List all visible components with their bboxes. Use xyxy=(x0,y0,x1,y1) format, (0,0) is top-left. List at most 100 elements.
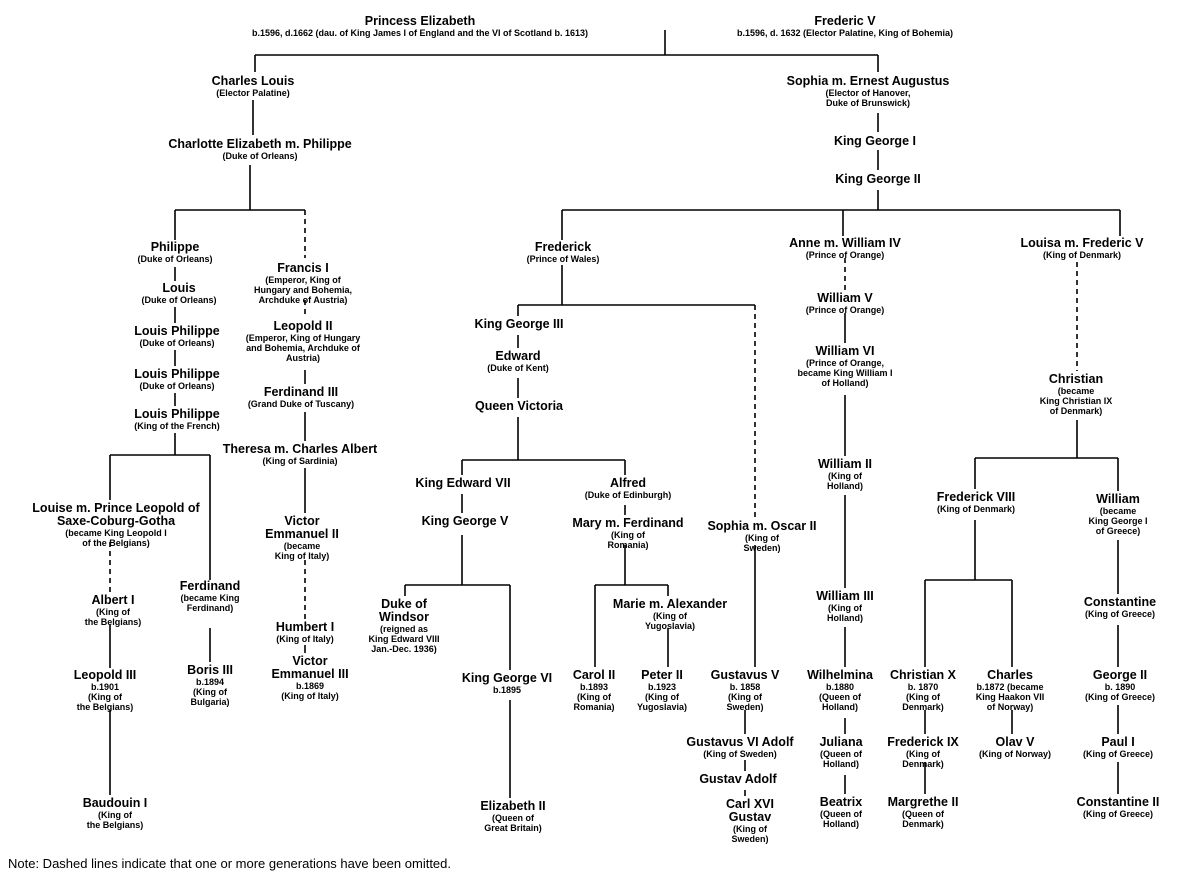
person-detail: (Prince of Orange) xyxy=(806,250,885,260)
person-name: Frederick xyxy=(535,240,591,254)
person-detail: b.1880 xyxy=(826,682,854,692)
person-detail: the Belgians) xyxy=(77,702,134,712)
person-george3: King George III xyxy=(475,317,564,331)
person-detail: (Duke of Edinburgh) xyxy=(585,490,672,500)
person-detail: Sweden) xyxy=(743,543,780,553)
person-victoria: Queen Victoria xyxy=(475,399,564,413)
person-detail: of Holland) xyxy=(822,378,869,388)
person-name: Constantine II xyxy=(1077,795,1160,809)
person-detail: became King William I xyxy=(798,368,893,378)
person-detail: (became xyxy=(1100,506,1137,516)
person-name: Christian xyxy=(1049,372,1103,386)
person-george2: King George II xyxy=(835,172,920,186)
person-detail: (Queen of xyxy=(820,809,863,819)
person-detail: Denmark) xyxy=(902,759,944,769)
person-constantine2: Constantine II(King of Greece) xyxy=(1077,795,1160,819)
person-detail: b. 1890 xyxy=(1105,682,1136,692)
person-detail: Holland) xyxy=(822,702,858,712)
person-name-line2: Saxe-Coburg-Gotha xyxy=(57,514,176,528)
person-ferdinand3: Ferdinand III(Grand Duke of Tuscany) xyxy=(248,385,354,409)
connector-lines xyxy=(109,30,1121,798)
person-detail: Sweden) xyxy=(731,834,768,844)
person-gustav_adolf: Gustav Adolf xyxy=(699,772,777,786)
person-name: Juliana xyxy=(819,735,863,749)
person-detail: b. 1858 xyxy=(730,682,761,692)
person-name-line2: Emmanuel II xyxy=(265,527,339,541)
person-name: Theresa m. Charles Albert xyxy=(223,442,378,456)
person-lp3: Louis Philippe(King of the French) xyxy=(134,407,220,431)
person-name: Victor xyxy=(292,654,327,668)
person-detail: (Emperor, King of xyxy=(265,275,342,285)
person-detail: (King of Greece) xyxy=(1083,749,1153,759)
person-detail: (King of xyxy=(645,692,680,702)
person-name: Victor xyxy=(284,514,319,528)
person-detail: (King of Greece) xyxy=(1083,809,1153,819)
person-detail: Holland) xyxy=(823,819,859,829)
person-name: William xyxy=(1096,492,1140,506)
person-detail: (King of Norway) xyxy=(979,749,1051,759)
person-detail: Yugoslavia) xyxy=(645,621,695,631)
person-detail: (Emperor, King of Hungary xyxy=(246,333,361,343)
person-detail: b.1596, d.1662 (dau. of King James I of … xyxy=(252,28,588,38)
person-detail: Hungary and Bohemia, xyxy=(254,285,352,295)
person-detail: (King of xyxy=(828,603,863,613)
person-name: King George III xyxy=(475,317,564,331)
person-gustavus6: Gustavus VI Adolf(King of Sweden) xyxy=(686,735,794,759)
person-detail: Austria) xyxy=(286,353,320,363)
person-name: Marie m. Alexander xyxy=(613,597,727,611)
person-name: Edward xyxy=(495,349,540,363)
person-detail: (King of Italy) xyxy=(281,691,339,701)
person-detail: of Norway) xyxy=(987,702,1034,712)
person-name: Ferdinand xyxy=(180,579,240,593)
person-detail: b.1901 xyxy=(91,682,119,692)
person-louise: Louise m. Prince Leopold ofSaxe-Coburg-G… xyxy=(32,501,200,548)
person-detail: (Queen of xyxy=(492,813,535,823)
person-name: Wilhelmina xyxy=(807,668,874,682)
person-name: Sophia m. Ernest Augustus xyxy=(787,74,950,88)
person-detail: b. 1870 xyxy=(908,682,939,692)
person-detail: (King of xyxy=(828,471,863,481)
person-name: Margrethe II xyxy=(888,795,959,809)
person-name: Louisa m. Frederic V xyxy=(1021,236,1145,250)
person-name: Baudouin I xyxy=(83,796,148,810)
person-name-line2: Windsor xyxy=(379,610,429,624)
person-detail: Archduke of Austria) xyxy=(259,295,348,305)
person-detail: Bulgaria) xyxy=(190,697,229,707)
person-detail: Denmark) xyxy=(902,702,944,712)
person-detail: (King of xyxy=(98,810,133,820)
person-name: Louis Philippe xyxy=(134,367,219,381)
person-name: Anne m. William IV xyxy=(789,236,901,250)
person-detail: (Duke of Orleans) xyxy=(139,338,214,348)
person-philippe: Philippe(Duke of Orleans) xyxy=(137,240,212,264)
person-detail: of Denmark) xyxy=(1050,406,1103,416)
person-detail: Sweden) xyxy=(726,702,763,712)
person-name-line2: Emmanuel III xyxy=(271,667,348,681)
person-name: Charles Louis xyxy=(212,74,295,88)
person-detail: (Queen of xyxy=(820,749,863,759)
person-detail: Jan.-Dec. 1936) xyxy=(371,644,437,654)
person-name: Louise m. Prince Leopold of xyxy=(32,501,200,515)
person-detail: (King of Greece) xyxy=(1085,692,1155,702)
person-name: Louis Philippe xyxy=(134,324,219,338)
person-detail: and Bohemia, Archduke of xyxy=(246,343,361,353)
person-name: Paul I xyxy=(1101,735,1134,749)
person-detail: (Grand Duke of Tuscany) xyxy=(248,399,354,409)
person-detail: Romania) xyxy=(573,702,614,712)
person-name: King George VI xyxy=(462,671,552,685)
person-name: Humbert I xyxy=(276,620,334,634)
person-name: King George V xyxy=(422,514,509,528)
person-detail: King of Italy) xyxy=(275,551,330,561)
person-name: Princess Elizabeth xyxy=(365,14,475,28)
person-name: Gustavus VI Adolf xyxy=(686,735,794,749)
person-name: Louis Philippe xyxy=(134,407,219,421)
person-name: Leopold II xyxy=(273,319,332,333)
